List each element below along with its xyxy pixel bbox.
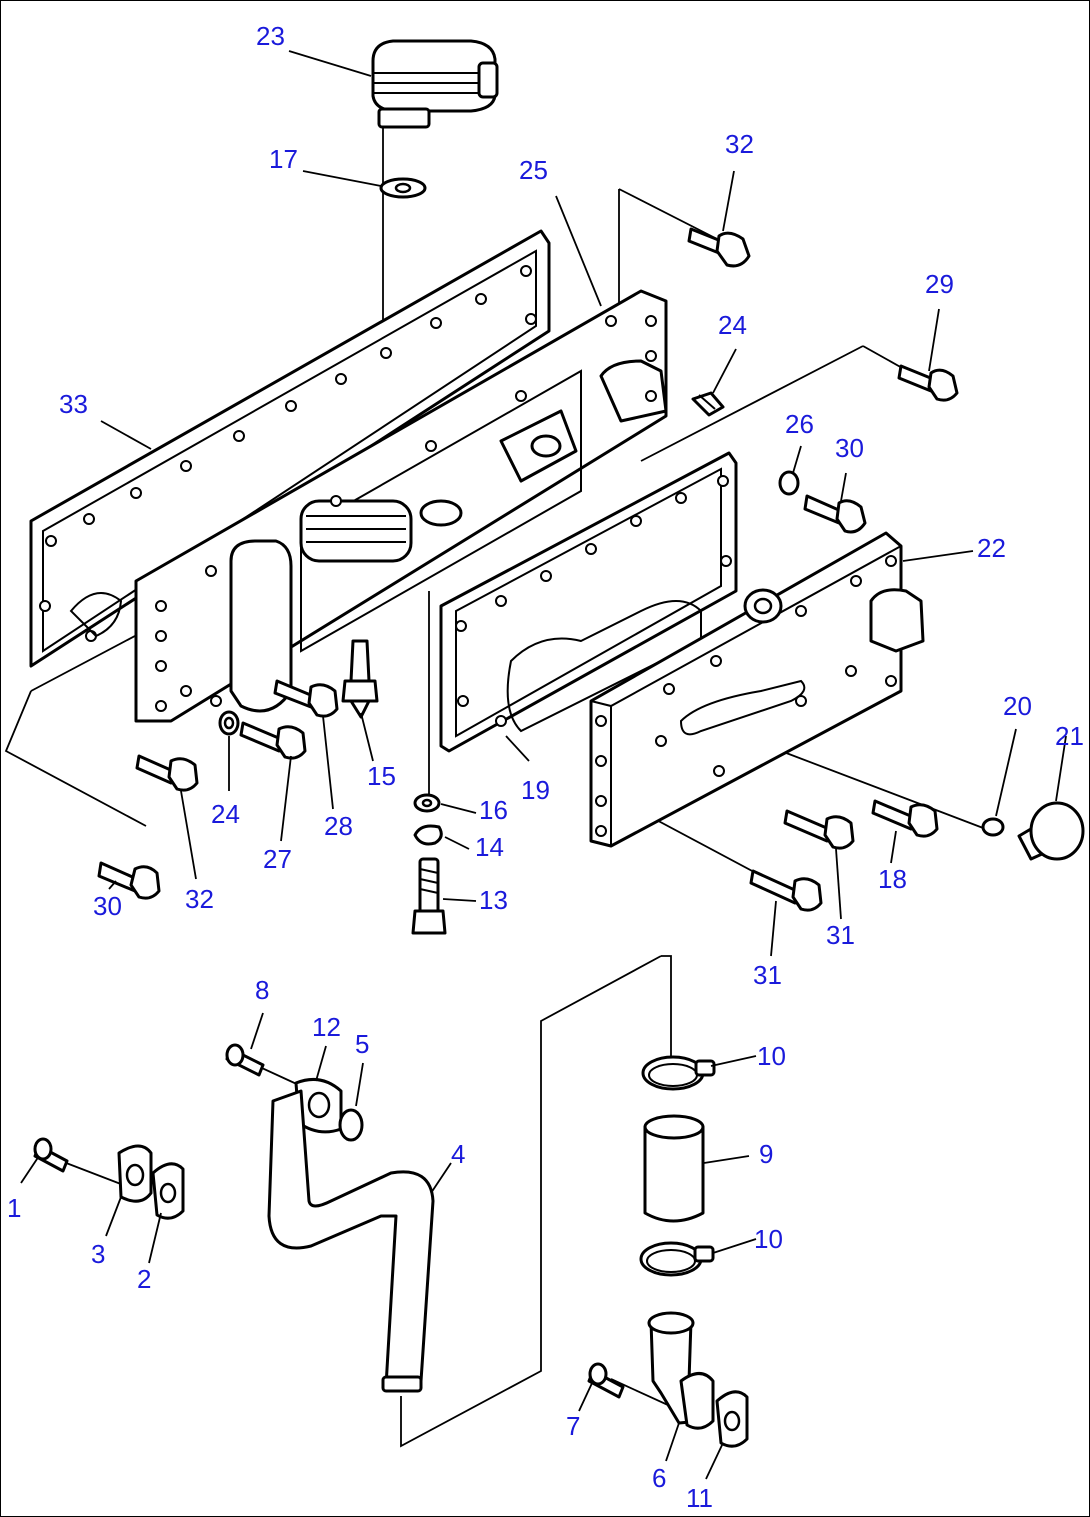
callout-4: 4 (451, 1139, 465, 1169)
bolt-32-lower (135, 754, 199, 792)
hose-clamp-lower (639, 1241, 715, 1277)
bolt-13 (411, 857, 447, 935)
callout-labels: 23 17 25 32 29 24 33 26 30 22 20 21 15 1… (7, 21, 1084, 1513)
callout-10-upper: 10 (757, 1041, 786, 1071)
callout-33: 33 (59, 389, 88, 419)
bolt-7 (587, 1362, 625, 1399)
bolt-31-lower (749, 869, 823, 912)
callout-5: 5 (355, 1029, 369, 1059)
callout-3: 3 (91, 1239, 105, 1269)
oil-pipe (267, 1089, 435, 1393)
o-ring-5 (338, 1108, 364, 1142)
gasket-11 (715, 1390, 749, 1448)
bolt-18 (871, 799, 939, 838)
oil-cooler-element (371, 39, 499, 129)
callout-18: 18 (878, 864, 907, 894)
cooler-gasket (379, 177, 427, 199)
callout-20: 20 (1003, 691, 1032, 721)
callout-32-upper: 32 (725, 129, 754, 159)
callout-6: 6 (652, 1463, 666, 1493)
outer-gasket (439, 451, 738, 753)
callout-19: 19 (521, 775, 550, 805)
callout-9: 9 (759, 1139, 773, 1169)
washer-26 (778, 470, 800, 496)
bolt-28 (273, 679, 339, 718)
callout-15: 15 (367, 761, 396, 791)
plug-21 (1017, 801, 1085, 861)
callout-11: 11 (686, 1483, 713, 1513)
valve-15 (341, 639, 379, 719)
washer-24-lower (218, 710, 240, 736)
callout-13: 13 (479, 885, 508, 915)
bolt-29 (897, 364, 959, 402)
elbow-6 (647, 1311, 715, 1430)
callout-28: 28 (324, 811, 353, 841)
washer-16 (413, 793, 441, 813)
callout-12: 12 (312, 1012, 341, 1042)
callout-7: 7 (566, 1411, 580, 1441)
callout-31-lower: 31 (753, 960, 782, 990)
callout-24-lower: 24 (211, 799, 240, 829)
callout-31-upper: 31 (826, 920, 855, 950)
callout-29: 29 (925, 269, 954, 299)
callout-23: 23 (256, 21, 285, 51)
plug-24-upper (691, 391, 725, 417)
bolt-8 (225, 1043, 265, 1077)
o-ring-20 (981, 817, 1005, 837)
flange-3 (117, 1144, 153, 1203)
callout-21: 21 (1055, 721, 1084, 751)
bolt-31-upper (783, 809, 855, 850)
callout-16: 16 (479, 795, 508, 825)
cover-gasket (29, 229, 551, 668)
callout-26: 26 (785, 409, 814, 439)
callout-27: 27 (263, 844, 292, 874)
callout-32-lower: 32 (185, 884, 214, 914)
callout-14: 14 (475, 832, 504, 862)
callout-17: 17 (269, 144, 298, 174)
hose-clamp-upper (641, 1055, 716, 1091)
oil-cooler-housing (134, 289, 668, 723)
callout-8: 8 (255, 975, 269, 1005)
callout-25: 25 (519, 155, 548, 185)
bolt-30-upper (803, 494, 867, 534)
callout-22: 22 (977, 533, 1006, 563)
gasket-2 (151, 1162, 185, 1220)
bolt-27 (239, 721, 307, 760)
callout-30-lower: 30 (93, 891, 122, 921)
leader-lines (20, 50, 1067, 1480)
bolt-1 (33, 1137, 69, 1173)
oil-cooler-cover (589, 531, 925, 848)
bolt-30-lower (97, 861, 161, 900)
callout-2: 2 (137, 1264, 151, 1294)
bolt-32-upper (687, 227, 751, 268)
hose-9 (643, 1114, 705, 1223)
callout-10-lower: 10 (754, 1224, 783, 1254)
callout-30-upper: 30 (835, 433, 864, 463)
callout-24-upper: 24 (718, 310, 747, 340)
ring-14 (413, 824, 443, 846)
callout-1: 1 (7, 1193, 21, 1223)
